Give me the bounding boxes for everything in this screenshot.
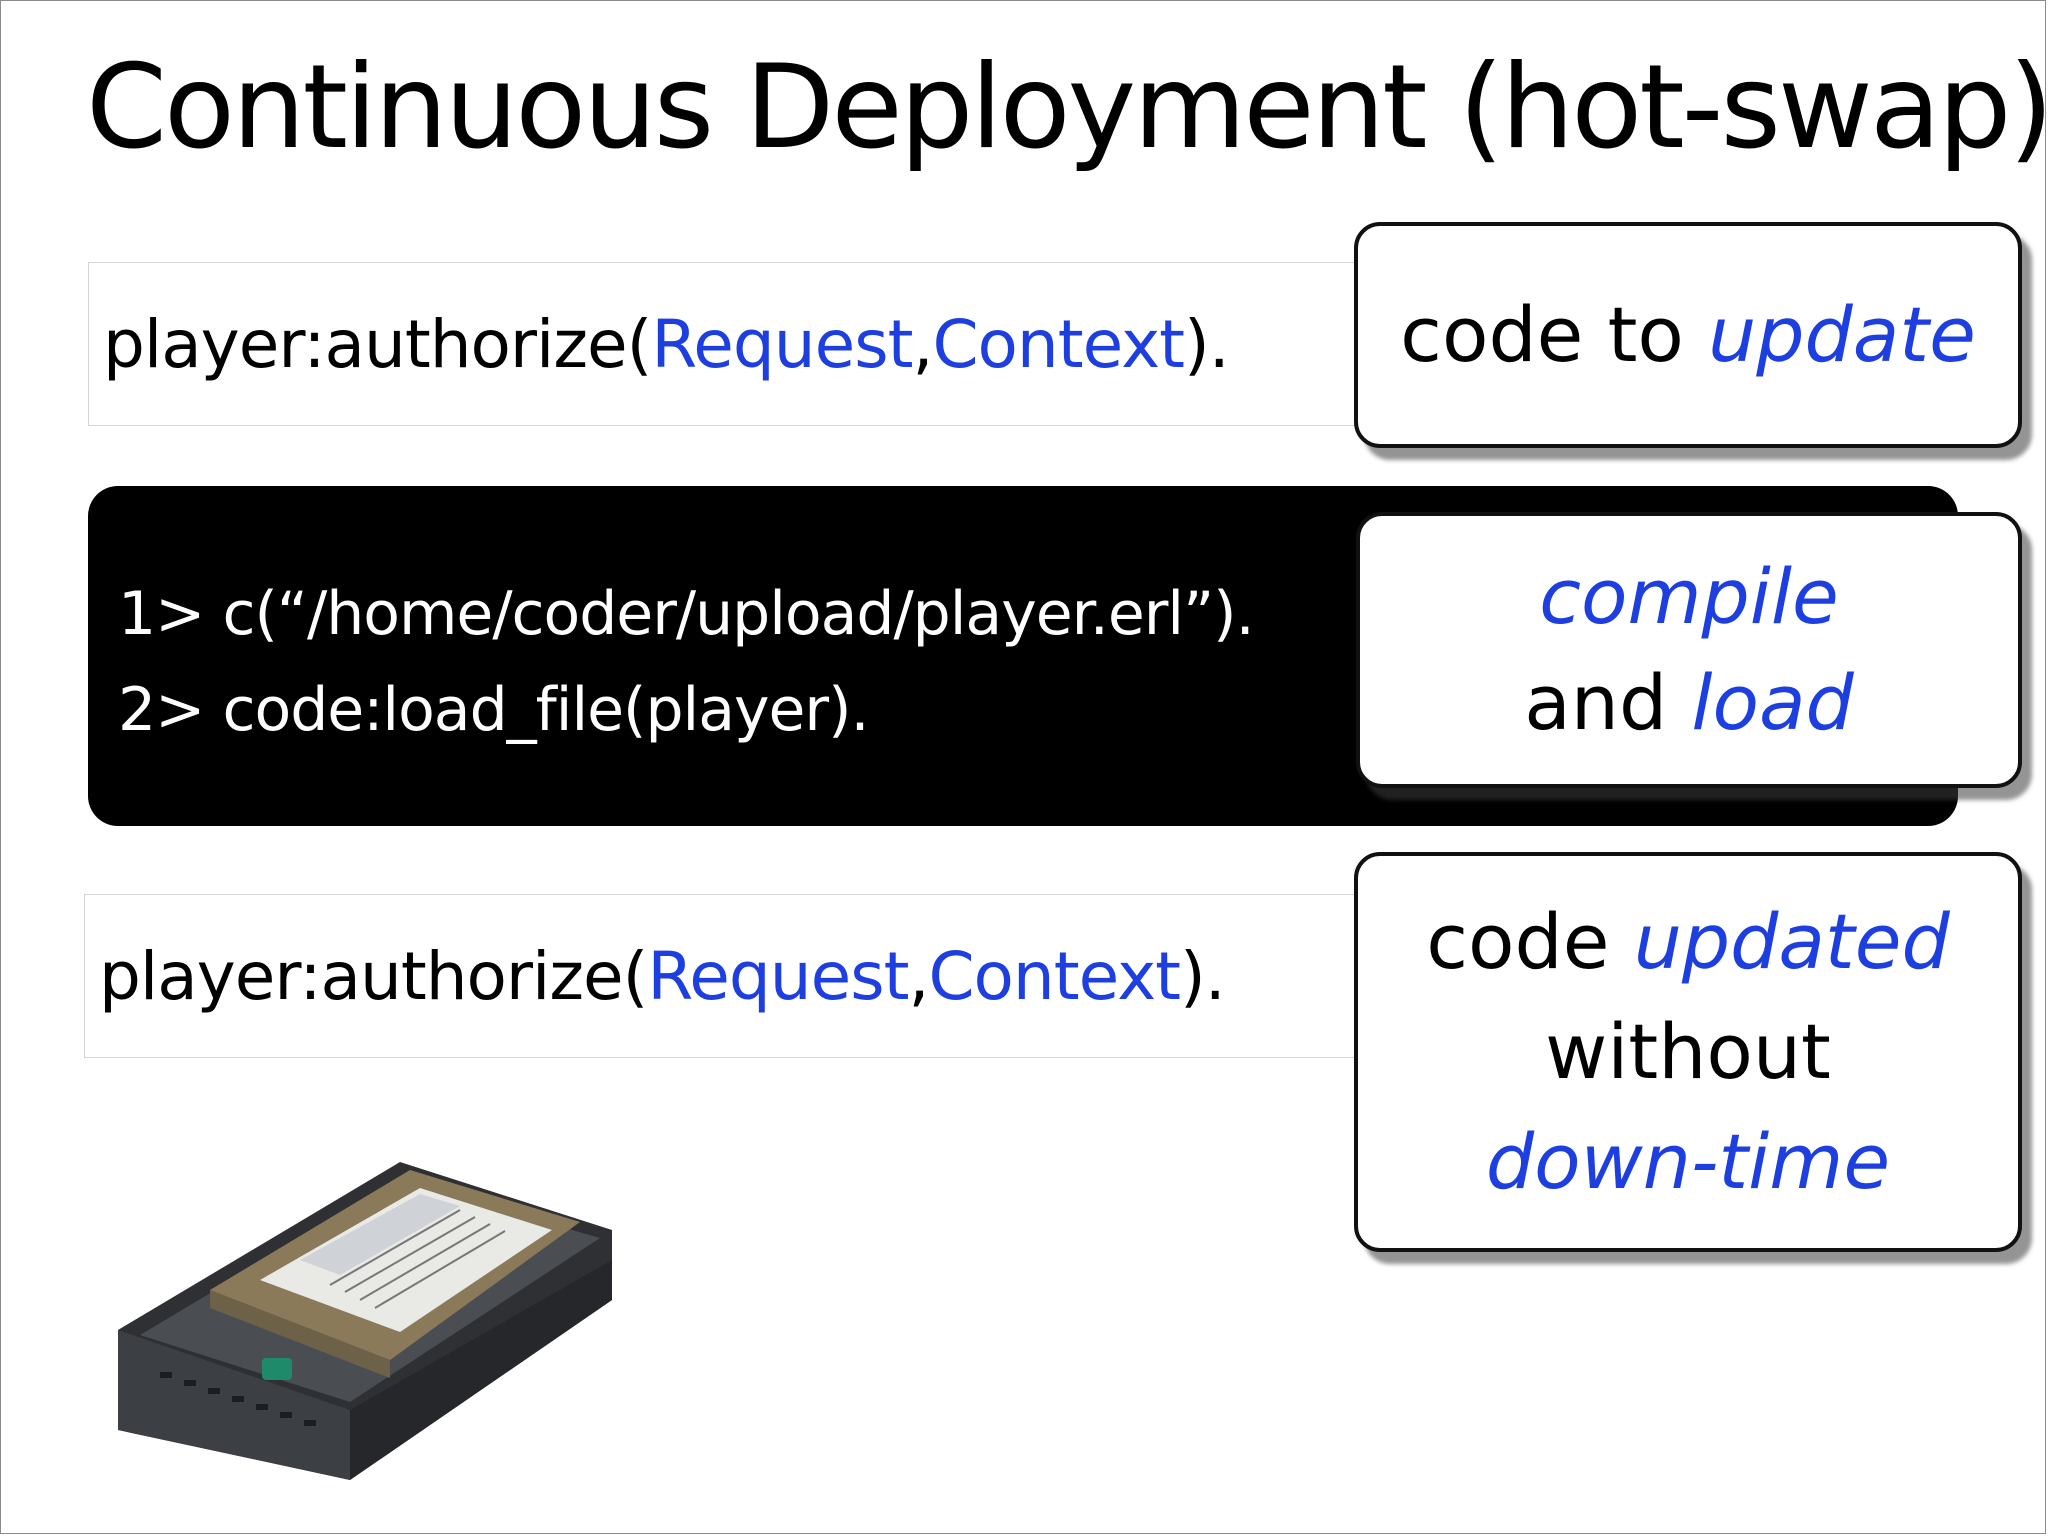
call-arg-context: Context — [928, 937, 1181, 1015]
callout-highlight: update — [1708, 290, 1976, 379]
callout-compile-and-load: compile and load — [1356, 512, 2022, 788]
callout-highlight-downtime: down-time — [1485, 1117, 1891, 1206]
slide-title: Continuous Deployment (hot-swap) — [86, 40, 2048, 175]
call-prefix: player:authorize( — [103, 305, 652, 383]
callout-text: and — [1524, 658, 1692, 747]
callout-text: code to — [1400, 290, 1709, 379]
callout-text-without: without — [1545, 1007, 1831, 1096]
call-prefix: player:authorize( — [99, 937, 648, 1015]
call-separator: , — [912, 305, 933, 383]
callout-text: code — [1426, 897, 1634, 986]
code-call-before: player:authorize(Request, Context). — [88, 262, 1388, 426]
code-call-after: player:authorize(Request, Context). — [84, 894, 1384, 1058]
shell-line-compile: 1> c(“/home/coder/upload/player.erl”). — [118, 579, 1255, 649]
callout-code-updated: code updated without down-time — [1354, 852, 2022, 1252]
callout-code-to-update: code to update — [1354, 222, 2022, 448]
call-suffix: ). — [1180, 937, 1226, 1015]
callout-highlight-load: load — [1691, 658, 1854, 747]
shell-line-load: 2> code:load_file(player). — [118, 675, 870, 745]
callout-highlight-updated: updated — [1633, 897, 1950, 986]
hard-drive-icon — [118, 1162, 612, 1480]
call-arg-context: Context — [932, 305, 1185, 383]
call-separator: , — [908, 937, 929, 1015]
call-arg-request: Request — [647, 937, 909, 1015]
callout-highlight-compile: compile — [1539, 552, 1839, 641]
call-suffix: ). — [1184, 305, 1230, 383]
call-arg-request: Request — [651, 305, 913, 383]
